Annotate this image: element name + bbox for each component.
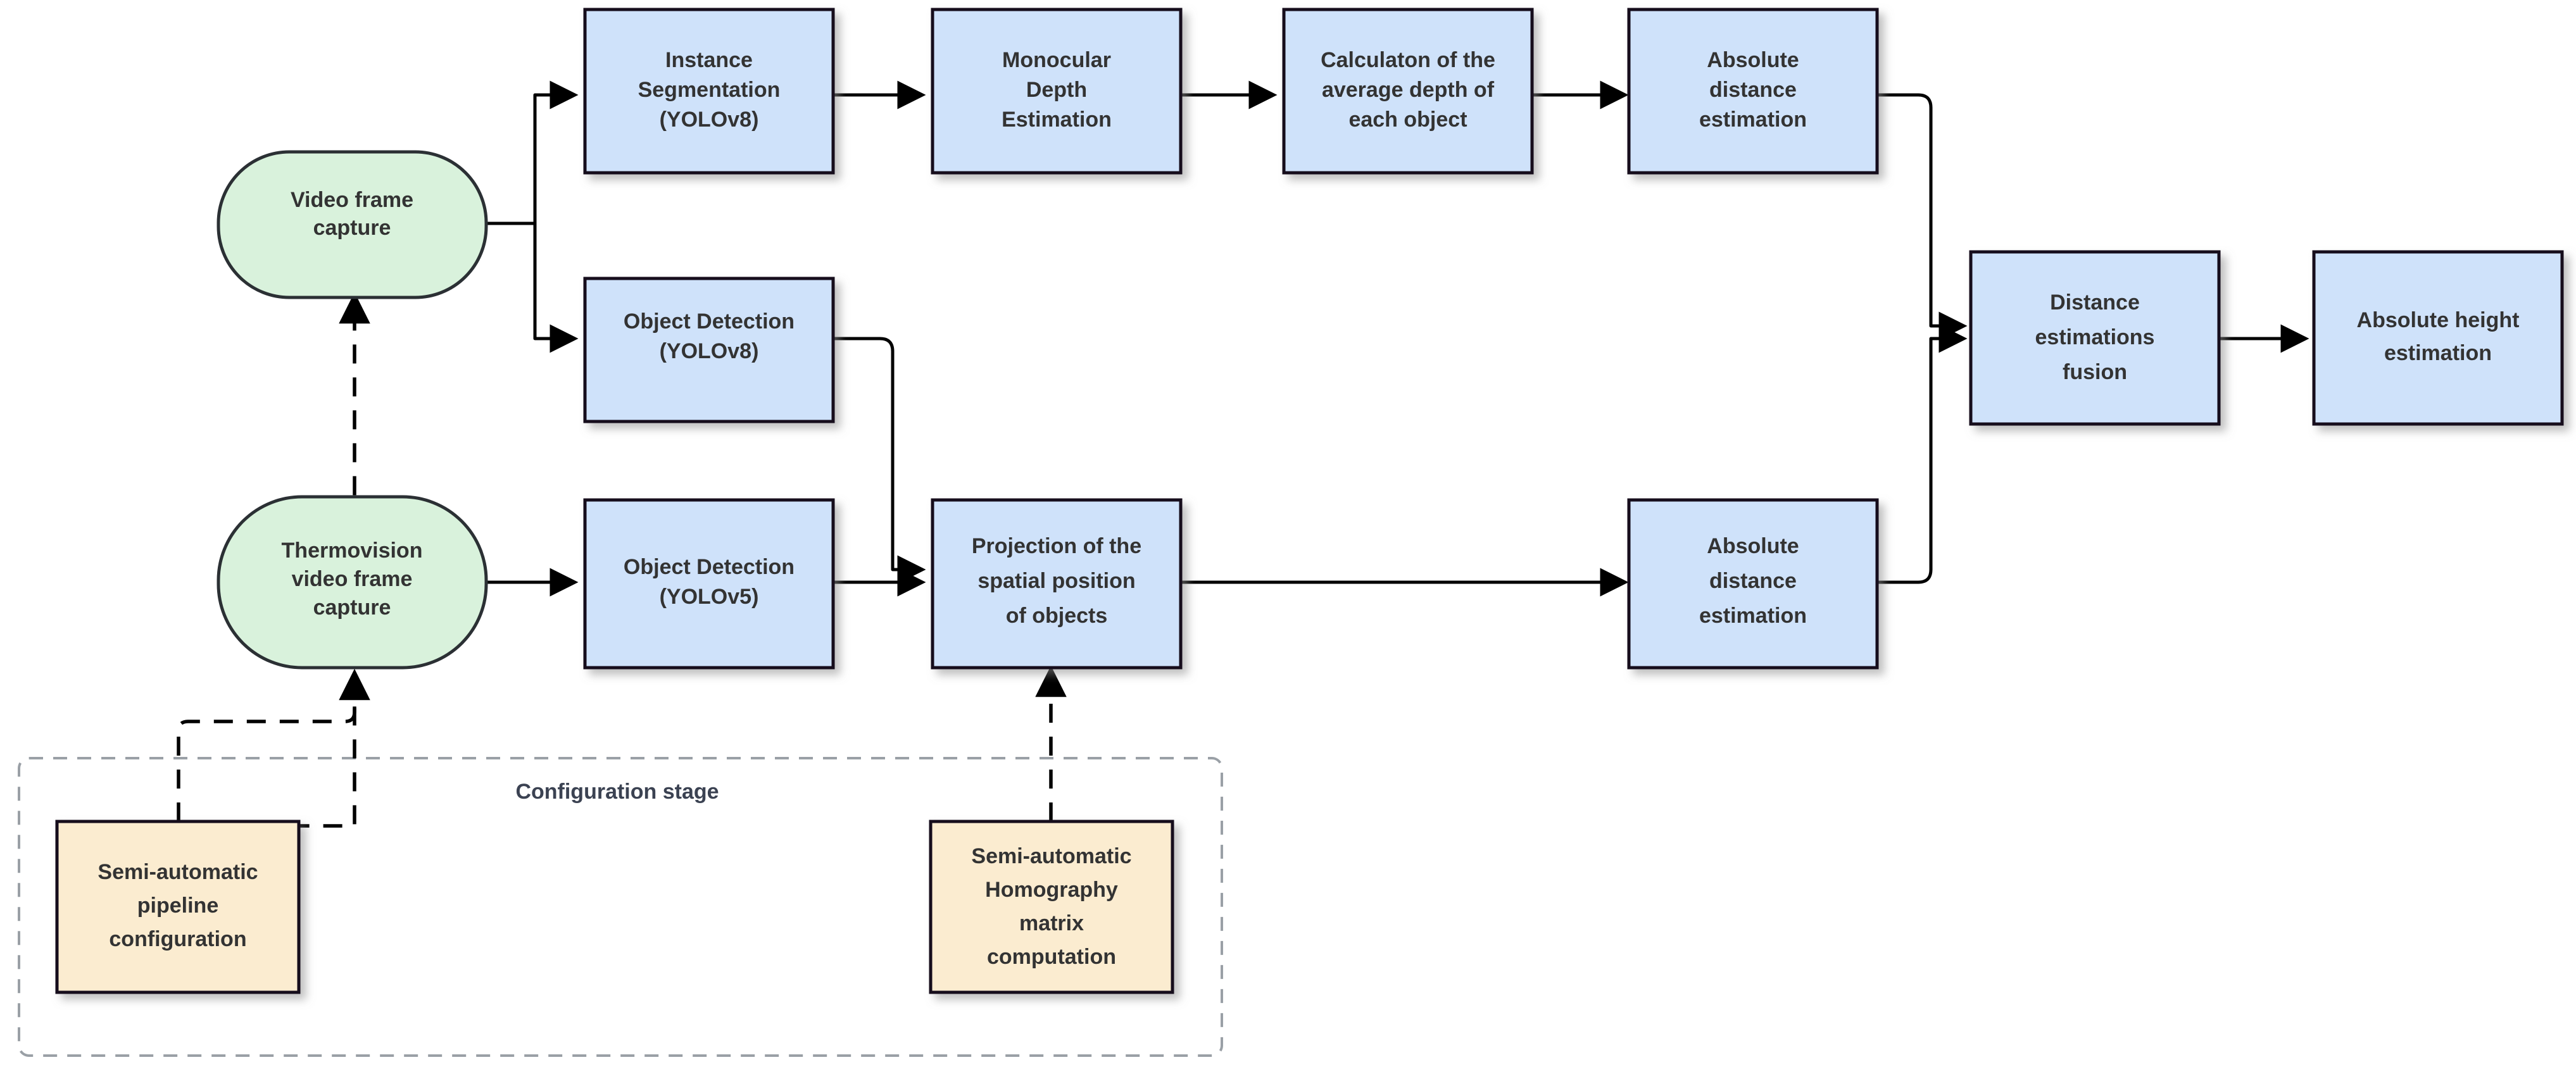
edge-video-to-object-detection-v8 xyxy=(486,222,579,353)
absolute-distance-bottom-label-line-2: distance xyxy=(1709,569,1797,593)
edge-absolute-distance-top-to-fusion xyxy=(1877,93,1968,340)
monocular-depth-label-line-3: Estimation xyxy=(1002,108,1112,132)
object-detection-v8-label-line-1: Object Detection xyxy=(624,309,795,334)
absolute-distance-bottom-shape[interactable] xyxy=(1627,498,1879,670)
thermovision-capture-label-line-3: capture xyxy=(313,596,391,620)
absolute-height-shape[interactable] xyxy=(2312,250,2564,426)
video-frame-capture-label-line-1: Video frame xyxy=(291,188,413,212)
pipeline-configuration-label-line-2: pipeline xyxy=(137,894,218,918)
thermovision-capture-label-line-2: video frame xyxy=(292,567,413,591)
object-detection-v5-label-line-1: Object Detection xyxy=(624,555,795,579)
pipeline-configuration-label-line-1: Semi-automatic xyxy=(97,860,258,884)
absolute-distance-top-shape[interactable] xyxy=(1627,8,1879,175)
thermovision-capture-shape[interactable] xyxy=(217,495,488,670)
monocular-depth-label-line-2: Depth xyxy=(1026,78,1087,102)
node-object-detection-yolov8[interactable]: Object Detection (YOLOv8) xyxy=(583,277,835,423)
absolute-height-label-line-2: estimation xyxy=(2384,341,2492,365)
object-detection-v5-label-line-2: (YOLOv5) xyxy=(660,585,759,609)
object-detection-v8-label-line-2: (YOLOv8) xyxy=(660,339,759,363)
configuration-stage-label: Configuration stage xyxy=(515,780,719,804)
spatial-projection-label-line-3: of objects xyxy=(1006,604,1108,628)
distance-fusion-shape[interactable] xyxy=(1969,250,2221,426)
monocular-depth-shape[interactable] xyxy=(931,8,1183,175)
node-video-frame-capture[interactable]: Video frame capture xyxy=(217,150,488,299)
absolute-distance-top-label-line-1: Absolute xyxy=(1707,48,1799,72)
absolute-distance-top-label-line-2: distance xyxy=(1709,78,1797,102)
edge-layer-solid xyxy=(486,80,2309,597)
video-frame-capture-shape[interactable] xyxy=(217,150,488,299)
absolute-distance-top-label-line-3: estimation xyxy=(1699,108,1807,132)
node-spatial-projection[interactable]: Projection of the spatial position of ob… xyxy=(931,498,1183,670)
instance-segmentation-label-line-2: Segmentation xyxy=(638,78,781,102)
distance-fusion-label-line-3: fusion xyxy=(2063,360,2127,384)
object-detection-v8-shape[interactable] xyxy=(583,277,835,423)
video-frame-capture-label-line-2: capture xyxy=(313,216,391,240)
node-instance-segmentation[interactable]: Instance Segmentation (YOLOv8) xyxy=(583,8,835,175)
edge-pipeline-config-to-thermovision-capture xyxy=(177,668,370,821)
node-average-depth-calculation[interactable]: Calculaton of the average depth of each … xyxy=(1282,8,1534,175)
spatial-projection-label-line-1: Projection of the xyxy=(972,534,1141,558)
configuration-stage-group: Configuration stage xyxy=(18,757,1223,1057)
homography-computation-shape[interactable] xyxy=(929,820,1174,994)
distance-fusion-label-line-1: Distance xyxy=(2050,290,2140,315)
object-detection-v5-shape[interactable] xyxy=(583,498,835,670)
spatial-projection-shape[interactable] xyxy=(931,498,1183,670)
spatial-projection-label-line-2: spatial position xyxy=(977,569,1135,593)
node-distance-estimations-fusion[interactable]: Distance estimations fusion xyxy=(1969,250,2221,426)
node-semi-automatic-homography-matrix-computation[interactable]: Semi-automatic Homography matrix computa… xyxy=(929,820,1174,994)
node-object-detection-yolov5[interactable]: Object Detection (YOLOv5) xyxy=(583,498,835,670)
distance-fusion-label-line-2: estimations xyxy=(2035,325,2155,349)
instance-segmentation-label-line-1: Instance xyxy=(665,48,753,72)
absolute-distance-bottom-label-line-3: estimation xyxy=(1699,604,1807,628)
monocular-depth-label-line-1: Monocular xyxy=(1002,48,1111,72)
node-absolute-height-estimation[interactable]: Absolute height estimation xyxy=(2312,250,2564,426)
instance-segmentation-shape[interactable] xyxy=(583,8,835,175)
edge-absolute-distance-bottom-to-fusion xyxy=(1877,324,1968,584)
instance-segmentation-label-line-3: (YOLOv8) xyxy=(660,108,759,132)
homography-computation-label-line-2: Homography xyxy=(985,878,1118,902)
average-depth-label-line-1: Calculaton of the xyxy=(1321,48,1495,72)
absolute-height-label-line-1: Absolute height xyxy=(2357,308,2520,332)
pipeline-configuration-label-line-3: configuration xyxy=(109,927,246,951)
thermovision-capture-label-line-1: Thermovision xyxy=(282,539,423,563)
absolute-distance-bottom-label-line-1: Absolute xyxy=(1707,534,1799,558)
average-depth-label-line-3: each object xyxy=(1348,108,1467,132)
homography-computation-label-line-3: matrix xyxy=(1019,911,1084,935)
node-thermovision-video-frame-capture[interactable]: Thermovision video frame capture xyxy=(217,495,488,670)
pipeline-configuration-shape[interactable] xyxy=(55,820,301,994)
homography-computation-label-line-1: Semi-automatic xyxy=(971,844,1131,868)
average-depth-shape[interactable] xyxy=(1282,8,1534,175)
edge-video-to-instance-segmentation xyxy=(486,80,579,225)
configuration-stage-frame xyxy=(18,757,1223,1057)
edge-object-detection-v8-to-projection xyxy=(833,337,926,584)
node-absolute-distance-estimation-top[interactable]: Absolute distance estimation xyxy=(1627,8,1879,175)
homography-computation-label-line-4: computation xyxy=(987,945,1116,969)
node-monocular-depth-estimation[interactable]: Monocular Depth Estimation xyxy=(931,8,1183,175)
node-absolute-distance-estimation-bottom[interactable]: Absolute distance estimation xyxy=(1627,498,1879,670)
average-depth-label-line-2: average depth of xyxy=(1322,78,1495,102)
node-semi-automatic-pipeline-configuration[interactable]: Semi-automatic pipeline configuration xyxy=(55,820,301,994)
